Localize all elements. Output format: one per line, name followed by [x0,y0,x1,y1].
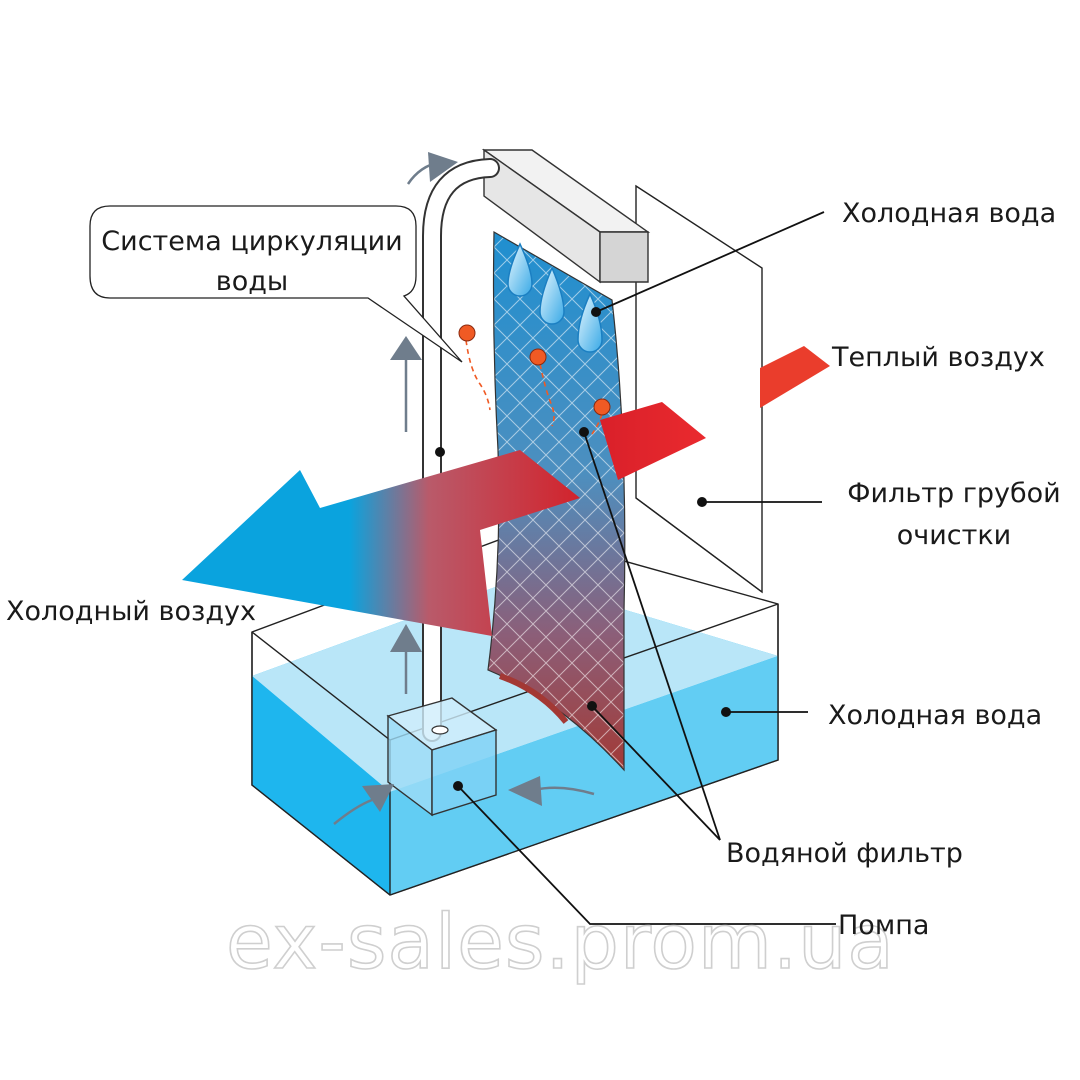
label-circulation-line2: воды [216,266,288,297]
label-coarse-filter-line2: очистки [897,520,1011,551]
label-circulation-line1: Система циркуляции [101,226,402,257]
warm-air-arrow-back [760,346,830,408]
watermark: ex-sales.prom.ua [226,897,895,986]
label-water-filter: Водяной фильтр [726,838,963,869]
label-warm-air: Теплый воздух [831,342,1045,373]
label-cold-air: Холодный воздух [6,596,256,627]
label-pump: Помпа [838,910,929,941]
label-cold-water-bottom: Холодная вода [828,700,1042,731]
label-cold-water-top: Холодная вода [842,198,1056,229]
label-coarse-filter-line1: Фильтр грубой [847,478,1060,509]
